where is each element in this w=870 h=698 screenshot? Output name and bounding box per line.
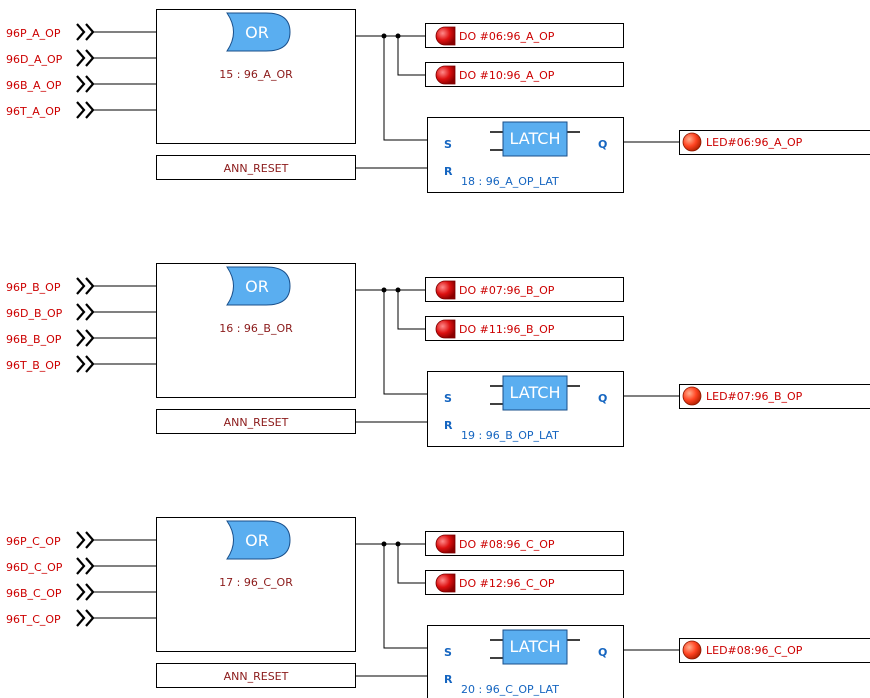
- latch-type-label: LATCH: [509, 383, 560, 402]
- latch-q-pin: Q: [598, 646, 607, 659]
- logic-group-2: 96P_C_OP 96D_C_OP 96B_C_OP 96T_C_OP OR 17 : 9…: [6, 517, 870, 698]
- gate-type-label: OR: [245, 277, 269, 296]
- input-signal-label: 96B_A_OP: [6, 79, 62, 92]
- input-signal-label: 96T_A_OP: [6, 105, 61, 118]
- do-output-label: DO #06:96_A_OP: [459, 30, 555, 43]
- input-signal-label: 96P_B_OP: [6, 281, 61, 294]
- chevron-input-icon: [76, 329, 95, 347]
- latch-type-label: LATCH: [509, 637, 560, 656]
- do-output-label: DO #11:96_B_OP: [459, 323, 555, 336]
- set-wire: [383, 36, 427, 141]
- set-wire: [383, 290, 427, 395]
- led-output-label: LED#08:96_C_OP: [706, 644, 803, 657]
- output-wire: [397, 36, 425, 76]
- input-signal-label: 96B_B_OP: [6, 333, 62, 346]
- latch-icon: [502, 629, 568, 665]
- latch-set-pin: S: [444, 646, 452, 659]
- gate-block-label: 15 : 96_A_OR: [219, 68, 293, 81]
- output-wire: [397, 290, 425, 330]
- led-icon: [682, 386, 702, 406]
- chevron-input-icon: [76, 355, 95, 373]
- latch-reset-pin: R: [444, 165, 453, 178]
- input-signal-label: 96B_C_OP: [6, 587, 62, 600]
- chevron-input-icon: [76, 277, 95, 295]
- input-signal-label: 96D_A_OP: [6, 53, 63, 66]
- led-output-box[interactable]: [679, 384, 870, 409]
- led-output-label: LED#07:96_B_OP: [706, 390, 803, 403]
- chevron-input-icon: [76, 531, 95, 549]
- red-lamp-icon: [435, 65, 456, 85]
- input-signal-label: 96D_C_OP: [6, 561, 63, 574]
- output-wire: [397, 544, 425, 584]
- led-icon: [682, 640, 702, 660]
- do-output-box[interactable]: [425, 62, 624, 87]
- input-signal-label: 96P_A_OP: [6, 27, 61, 40]
- do-output-box[interactable]: [425, 531, 624, 556]
- chevron-input-icon: [76, 583, 95, 601]
- logic-group-0: 96P_A_OP 96D_A_OP 96B_A_OP 96T_A_OP OR 15 : 9…: [6, 9, 870, 193]
- chevron-input-icon: [76, 49, 95, 67]
- do-output-label: DO #07:96_B_OP: [459, 284, 555, 297]
- reset-label: ANN_RESET: [224, 162, 289, 175]
- or-gate-icon: [226, 520, 291, 560]
- do-output-box[interactable]: [425, 316, 624, 341]
- latch-reset-pin: R: [444, 673, 453, 686]
- led-output-box[interactable]: [679, 130, 870, 155]
- do-output-label: DO #08:96_C_OP: [459, 538, 555, 551]
- red-lamp-icon: [435, 534, 456, 554]
- chevron-input-icon: [76, 23, 95, 41]
- latch-block-label: 20 : 96_C_OP_LAT: [461, 683, 559, 696]
- latch-q-pin: Q: [598, 138, 607, 151]
- latch-q-pin: Q: [598, 392, 607, 405]
- or-gate-icon: [226, 266, 291, 306]
- led-output-label: LED#06:96_A_OP: [706, 136, 803, 149]
- latch-block-label: 18 : 96_A_OP_LAT: [461, 175, 559, 188]
- input-signal-label: 96D_B_OP: [6, 307, 63, 320]
- input-signal-label: 96P_C_OP: [6, 535, 61, 548]
- reset-input-box[interactable]: [156, 663, 356, 688]
- logic-group-1: 96P_B_OP 96D_B_OP 96B_B_OP 96T_B_OP OR 16 : 9…: [6, 263, 870, 447]
- red-lamp-icon: [435, 280, 456, 300]
- latch-set-pin: S: [444, 138, 452, 151]
- chevron-input-icon: [76, 101, 95, 119]
- latch-icon: [502, 375, 568, 411]
- gate-block-label: 17 : 96_C_OR: [219, 576, 293, 589]
- do-output-box[interactable]: [425, 570, 624, 595]
- do-output-label: DO #12:96_C_OP: [459, 577, 555, 590]
- input-signal-label: 96T_B_OP: [6, 359, 61, 372]
- latch-type-label: LATCH: [509, 129, 560, 148]
- do-output-box[interactable]: [425, 23, 624, 48]
- led-icon: [682, 132, 702, 152]
- set-wire: [383, 544, 427, 649]
- latch-block-label: 19 : 96_B_OP_LAT: [461, 429, 559, 442]
- reset-input-box[interactable]: [156, 155, 356, 180]
- gate-type-label: OR: [245, 531, 269, 550]
- chevron-input-icon: [76, 75, 95, 93]
- gate-type-label: OR: [245, 23, 269, 42]
- do-output-box[interactable]: [425, 277, 624, 302]
- led-output-box[interactable]: [679, 638, 870, 663]
- red-lamp-icon: [435, 319, 456, 339]
- gate-block-label: 16 : 96_B_OR: [219, 322, 293, 335]
- reset-label: ANN_RESET: [224, 416, 289, 429]
- red-lamp-icon: [435, 573, 456, 593]
- input-signal-label: 96T_C_OP: [6, 613, 61, 626]
- latch-set-pin: S: [444, 392, 452, 405]
- latch-icon: [502, 121, 568, 157]
- chevron-input-icon: [76, 303, 95, 321]
- latch-reset-pin: R: [444, 419, 453, 432]
- chevron-input-icon: [76, 557, 95, 575]
- do-output-label: DO #10:96_A_OP: [459, 69, 555, 82]
- or-gate-icon: [226, 12, 291, 52]
- reset-input-box[interactable]: [156, 409, 356, 434]
- reset-label: ANN_RESET: [224, 670, 289, 683]
- chevron-input-icon: [76, 609, 95, 627]
- red-lamp-icon: [435, 26, 456, 46]
